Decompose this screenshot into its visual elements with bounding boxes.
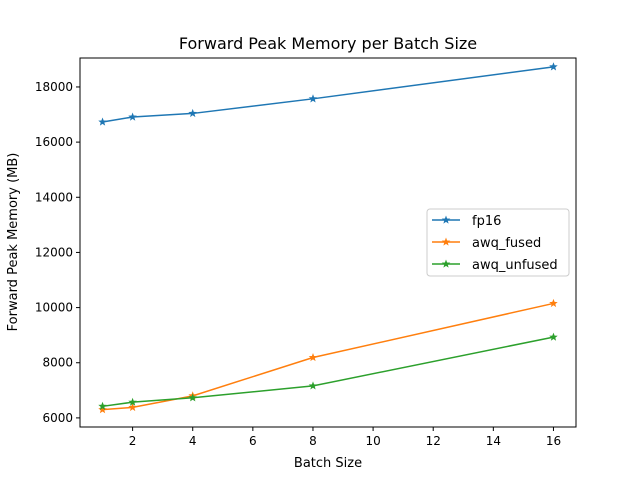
data-point-awq_fused	[549, 298, 558, 308]
x-tick-label: 4	[189, 434, 197, 448]
y-axis-label: Forward Peak Memory (MB)	[6, 153, 21, 332]
y-tick-label: 8000	[42, 356, 73, 370]
chart-title: Forward Peak Memory per Batch Size	[179, 34, 477, 53]
series-line-awq_fused	[102, 302, 554, 411]
y-tick-label: 16000	[35, 135, 73, 149]
y-tick-label: 10000	[35, 301, 73, 315]
legend-box	[426, 208, 570, 277]
data-point-awq_unfused	[188, 393, 197, 402]
x-axis-label: Batch Size	[294, 456, 362, 471]
data-point-awq_unfused	[549, 332, 558, 341]
legend-marker-awq_unfused	[441, 259, 451, 268]
plot-area-frame	[79, 57, 577, 428]
y-tick-label: 18000	[35, 80, 73, 94]
data-point-awq_fused	[308, 353, 318, 362]
data-point-fp16	[188, 108, 197, 118]
legend-label-fp16: fp16	[472, 214, 501, 229]
data-point-fp16	[308, 94, 318, 103]
x-tick-label: 14	[486, 434, 501, 448]
data-point-fp16	[549, 62, 558, 71]
legend: fp16 awq_fused awq_unfused	[426, 208, 570, 277]
x-tick-label: 2	[129, 434, 137, 448]
data-point-awq_unfused	[308, 381, 318, 390]
data-point-fp16	[128, 112, 137, 121]
x-tick-label: 6	[249, 434, 257, 448]
x-tick-label: 8	[309, 434, 317, 448]
legend-marker-awq_fused	[441, 237, 451, 246]
data-point-awq_fused	[128, 402, 137, 412]
x-tick-label: 16	[546, 434, 561, 448]
data-point-awq_unfused	[98, 401, 107, 410]
data-point-awq_unfused	[128, 397, 137, 406]
series-line-awq_unfused	[102, 336, 554, 408]
y-tick-label: 12000	[35, 245, 73, 259]
legend-label-awq_unfused: awq_unfused	[472, 258, 558, 273]
legend-marker-fp16	[441, 215, 451, 224]
data-point-awq_fused	[98, 405, 107, 414]
series-line-fp16	[102, 66, 554, 123]
data-point-fp16	[98, 117, 107, 126]
legend-label-awq_fused: awq_fused	[472, 236, 541, 251]
y-tick-label: 6000	[42, 411, 73, 425]
x-tick-label: 12	[426, 434, 441, 448]
x-tick-label: 10	[365, 434, 380, 448]
y-tick-label: 14000	[35, 190, 73, 204]
